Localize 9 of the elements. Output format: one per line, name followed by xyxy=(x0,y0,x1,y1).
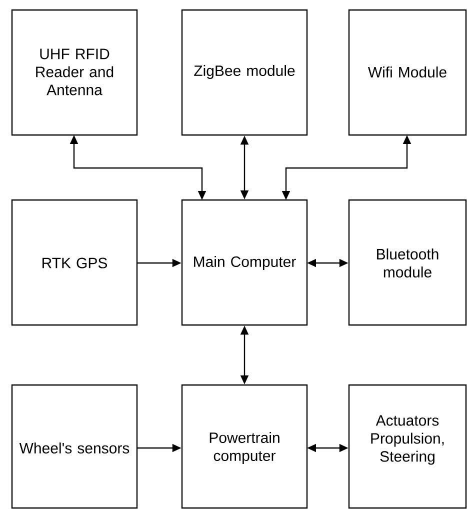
component-box: Main Computer xyxy=(181,199,308,326)
component-box: RTK GPS xyxy=(11,199,138,326)
component-box: Actuators Propulsion, Steering xyxy=(348,384,467,509)
component-box: Bluetooth module xyxy=(348,199,467,326)
component-box: ZigBee module xyxy=(181,9,308,136)
component-box: Powertrain computer xyxy=(181,384,308,509)
component-box: UHF RFID Reader and Antenna xyxy=(11,9,138,136)
component-box: Wifi Module xyxy=(348,9,467,136)
component-box: Wheel's sensors xyxy=(11,384,138,509)
